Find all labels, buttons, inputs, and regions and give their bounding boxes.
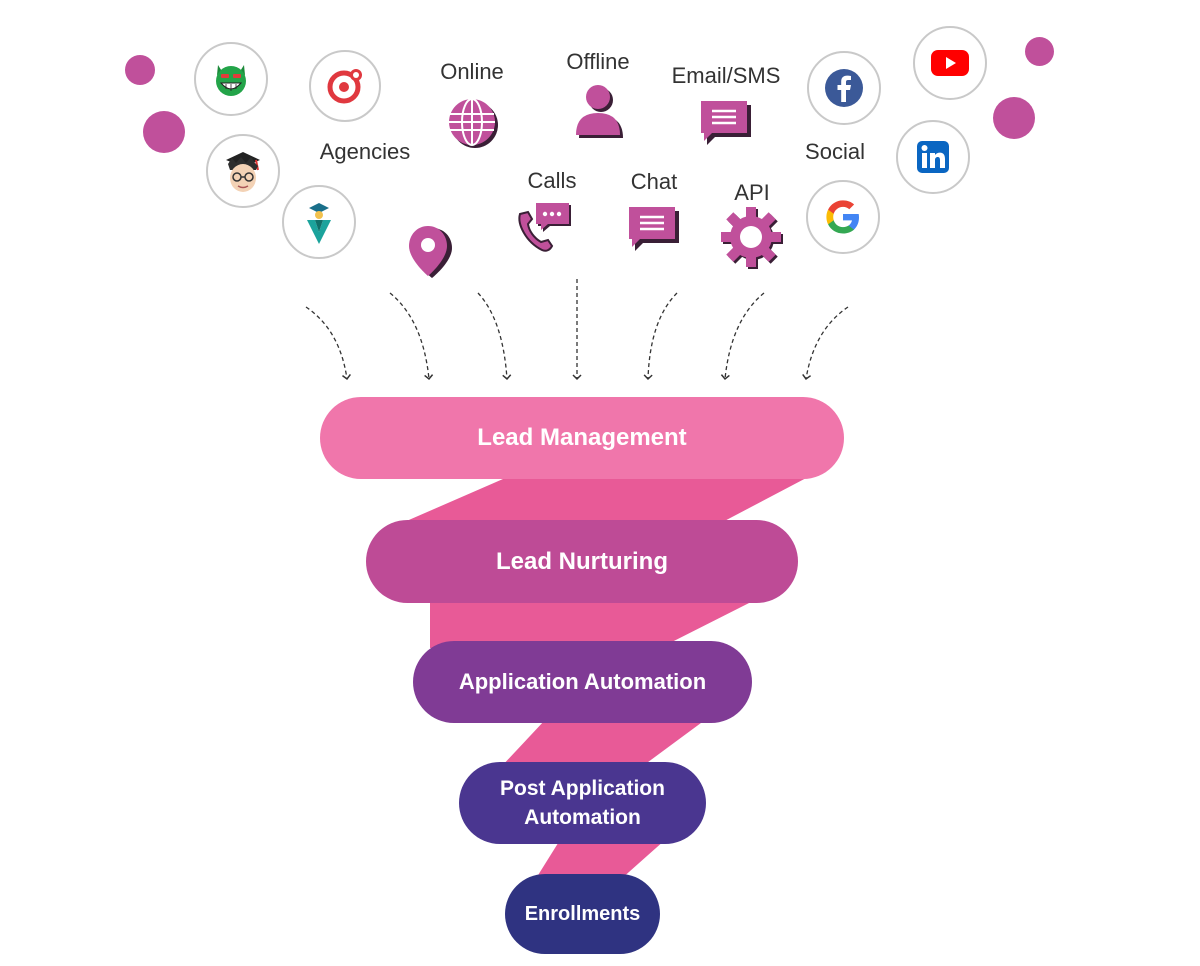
source-label-online: Online bbox=[440, 59, 504, 84]
source-label-chat: Chat bbox=[630, 169, 678, 194]
graduate-scholar-icon bbox=[282, 185, 356, 259]
globe-icon bbox=[446, 96, 500, 150]
arrow-7 bbox=[802, 306, 849, 381]
arrows-layer bbox=[305, 279, 849, 381]
arrow-2 bbox=[389, 292, 434, 381]
linkedin-icon bbox=[896, 120, 970, 194]
user-icon bbox=[574, 82, 626, 140]
stage-label: Enrollments bbox=[524, 903, 641, 925]
decorative-dot bbox=[1025, 37, 1054, 66]
facebook-icon bbox=[807, 51, 881, 125]
source-label-offline: Offline bbox=[566, 49, 630, 74]
stage-lead-management: Lead Management bbox=[320, 397, 844, 479]
stage-lead-nurturing: Lead Nurturing bbox=[366, 520, 798, 603]
stage-label: Lead Nurturing bbox=[496, 547, 668, 575]
stage-application-automation: Application Automation bbox=[413, 641, 752, 723]
arrow-6 bbox=[720, 292, 765, 381]
stage-label-line2: Automation bbox=[524, 806, 641, 829]
source-label-calls: Calls bbox=[527, 168, 577, 193]
arrow-3 bbox=[477, 292, 512, 381]
source-label-agencies: Agencies bbox=[319, 139, 411, 164]
google-icon bbox=[806, 180, 880, 254]
youtube-icon bbox=[913, 26, 987, 100]
source-label-email-sms: Email/SMS bbox=[671, 63, 781, 88]
student-avatar-icon bbox=[206, 134, 280, 208]
phone-chat-icon bbox=[514, 202, 576, 256]
stage-label: Lead Management bbox=[477, 424, 687, 452]
source-label-social: Social bbox=[805, 139, 865, 164]
gear-icon bbox=[720, 206, 784, 270]
arrow-5 bbox=[643, 292, 678, 381]
stage-label-line1: Post Application bbox=[500, 776, 665, 800]
email-sms-bubble-icon bbox=[698, 98, 754, 148]
location-pin-icon bbox=[406, 222, 454, 282]
source-label-api: API bbox=[734, 180, 770, 205]
decorative-dot bbox=[125, 55, 155, 85]
decorative-dot bbox=[143, 111, 185, 153]
red-target-logo-icon bbox=[309, 50, 381, 122]
stage-label: Application Automation bbox=[458, 668, 707, 694]
stage-post-application-automation: Post Application Automation bbox=[459, 762, 706, 844]
arrow-1 bbox=[305, 306, 351, 381]
stage-enrollments: Enrollments bbox=[505, 874, 660, 954]
chat-bubble-icon bbox=[626, 204, 682, 254]
decorative-dot bbox=[993, 97, 1035, 139]
devil-mascot-icon bbox=[194, 42, 268, 116]
